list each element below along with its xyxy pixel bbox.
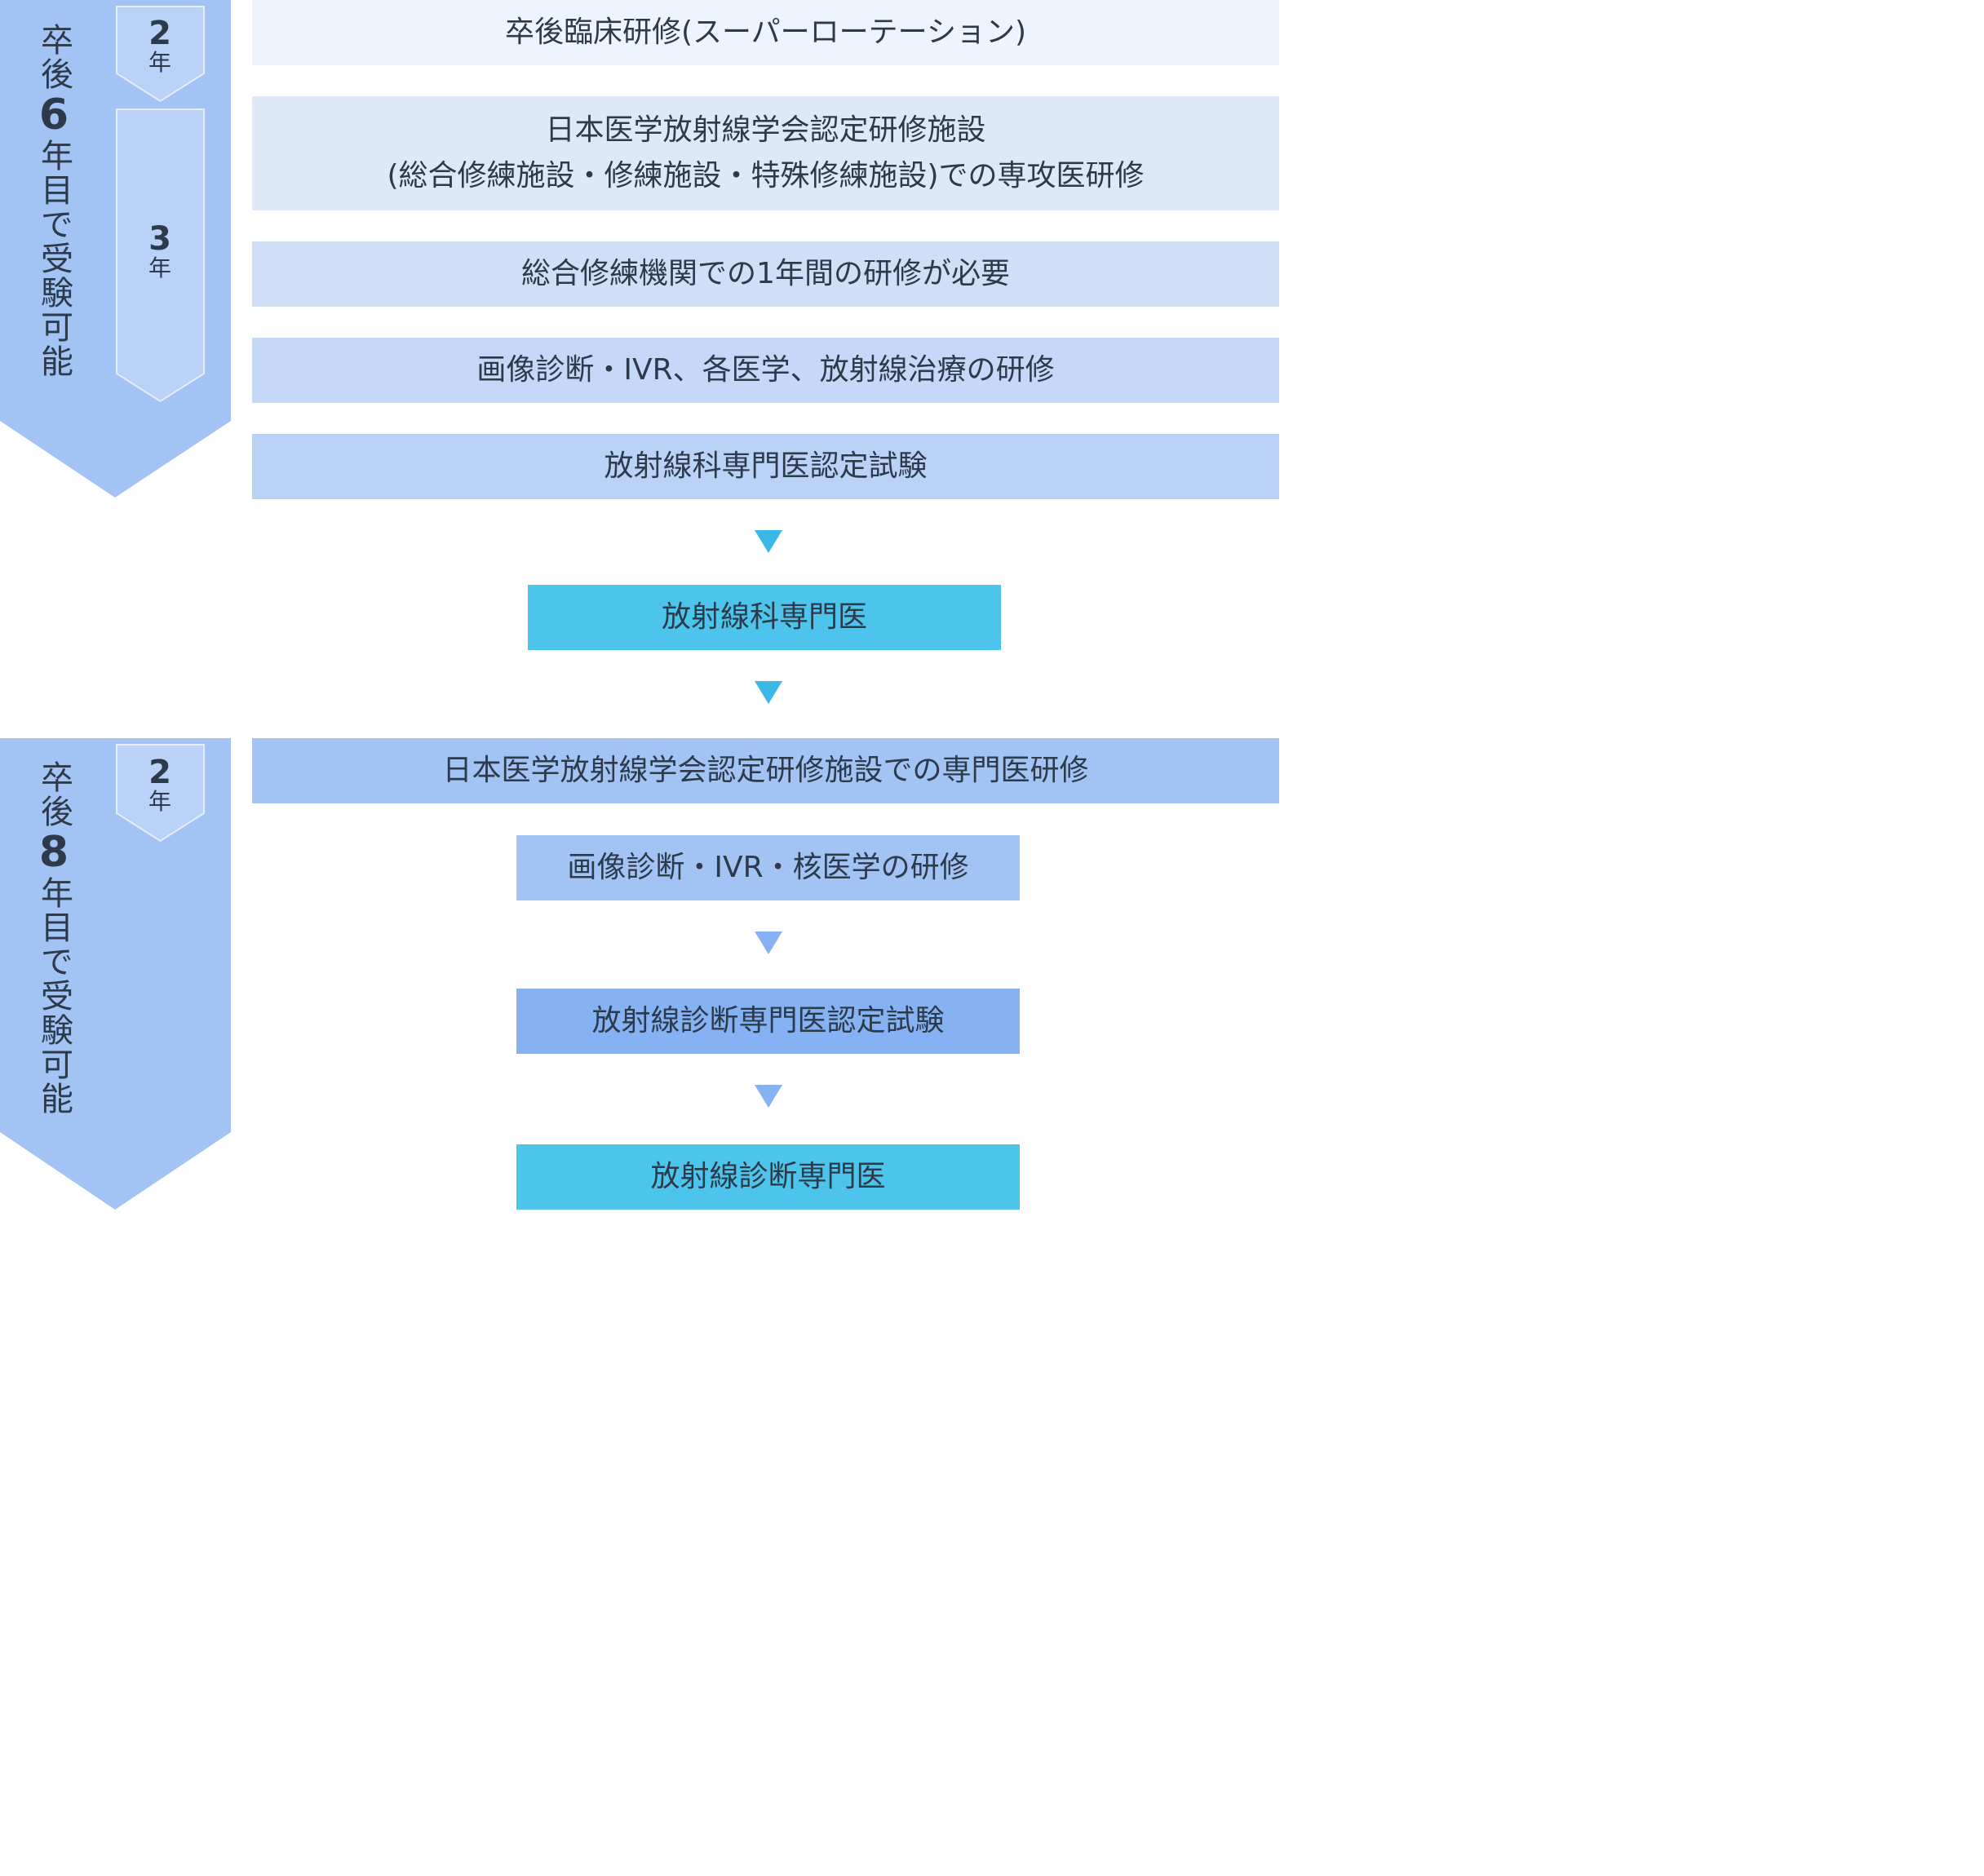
- year-label-2-a: 2 年: [131, 16, 188, 75]
- step-facility-line2: (総合修練施設・修練施設・特殊修練施設)での専攻医研修: [387, 159, 1145, 192]
- step-general-training-text: 総合修練機関での1年間の研修が必要: [521, 257, 1010, 290]
- step-training-areas: 画像診断・IVR、各医学、放射線治療の研修: [252, 338, 1279, 403]
- step-diagnostic-exam-text: 放射線診断専門医認定試験: [591, 1004, 945, 1038]
- year-label-3: 3 年: [131, 222, 188, 281]
- radiology-specialist: 放射線科専門医: [528, 585, 1001, 650]
- year-unit: 年: [148, 788, 171, 815]
- section1-label-post: 年目で受験可能: [35, 139, 73, 378]
- year-number: 3: [148, 220, 171, 258]
- year-chevron-3: [116, 108, 205, 403]
- year-chevron-2-b: [116, 744, 205, 843]
- step-facility-training: 日本医学放射線学会認定研修施設 (総合修練施設・修練施設・特殊修練施設)での専攻…: [252, 96, 1279, 210]
- diagram-shapes: [0, 0, 782, 1210]
- arrow-down-1: [755, 530, 782, 553]
- year-number: 2: [148, 754, 171, 791]
- year-chevron-2-a: [116, 6, 205, 103]
- step-diagnostic-exam: 放射線診断専門医認定試験: [516, 989, 1020, 1054]
- section2-label: 卒後 8 年目で受験可能: [28, 760, 80, 1116]
- section1-label-number: 6: [38, 91, 69, 139]
- step-diagnostic-areas: 画像診断・IVR・核医学の研修: [516, 835, 1020, 900]
- step-general-training: 総合修練機関での1年間の研修が必要: [252, 241, 1279, 307]
- step-diagnostic-areas-text: 画像診断・IVR・核医学の研修: [567, 851, 969, 884]
- section1-label: 卒後 6 年目で受験可能: [28, 23, 80, 378]
- section1-label-pre: 卒後: [35, 23, 73, 91]
- year-label-2-b: 2 年: [131, 755, 188, 814]
- arrow-down-3: [755, 931, 782, 954]
- radiology-specialist-text: 放射線科専門医: [661, 600, 867, 634]
- step-specialist-training: 日本医学放射線学会認定研修施設での専門医研修: [252, 738, 1279, 803]
- step-facility-line1: 日本医学放射線学会認定研修施設: [545, 113, 986, 147]
- step-specialist-training-text: 日本医学放射線学会認定研修施設での専門医研修: [442, 754, 1089, 787]
- diagnostic-specialist: 放射線診断専門医: [516, 1144, 1020, 1210]
- year-unit: 年: [148, 49, 171, 76]
- year-unit: 年: [148, 254, 171, 281]
- section2-chevron: [0, 738, 231, 1210]
- year-number: 2: [148, 15, 171, 52]
- arrow-down-4: [755, 1085, 782, 1108]
- step-initial-training: 卒後臨床研修(スーパーローテーション): [252, 0, 1279, 65]
- step-initial-training-text: 卒後臨床研修(スーパーローテーション): [504, 15, 1026, 49]
- diagnostic-specialist-text: 放射線診断専門医: [650, 1160, 886, 1193]
- section2-label-post: 年目で受験可能: [35, 876, 73, 1116]
- section2-label-pre: 卒後: [35, 760, 73, 829]
- step-radiology-exam-text: 放射線科専門医認定試験: [604, 449, 928, 483]
- arrow-down-2: [755, 681, 782, 704]
- step-radiology-exam: 放射線科専門医認定試験: [252, 434, 1279, 499]
- section2-label-number: 8: [38, 828, 69, 877]
- step-training-areas-text: 画像診断・IVR、各医学、放射線治療の研修: [476, 353, 1055, 387]
